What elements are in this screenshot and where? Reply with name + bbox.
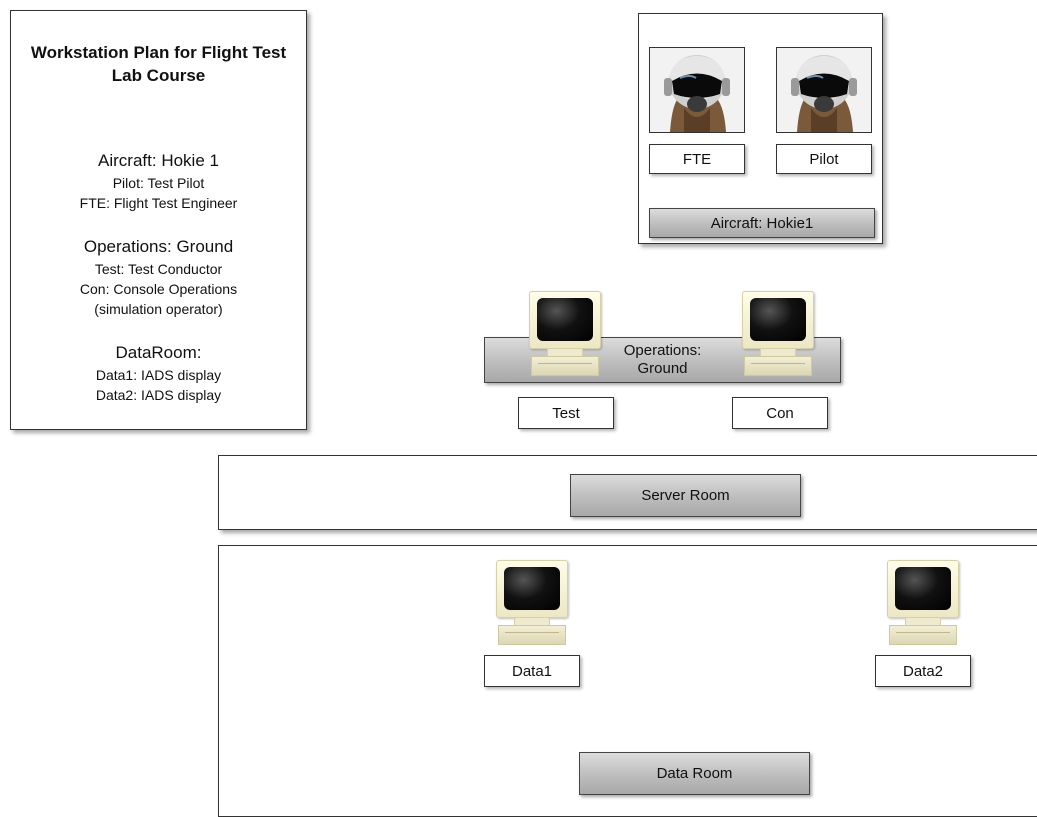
- aircraft-panel: FTE Pilot Aircraft: Hokie1: [638, 13, 883, 244]
- operations-line-sim: (simulation operator): [94, 301, 223, 317]
- test-label: Test: [518, 397, 614, 429]
- pilot-photo: [776, 47, 872, 133]
- aircraft-line-pilot: Pilot: Test Pilot: [112, 175, 205, 191]
- data-room-bar: Data Room: [579, 752, 810, 795]
- pilot-label: Pilot: [776, 144, 872, 174]
- fte-label: FTE: [649, 144, 745, 174]
- test-computer-icon: [527, 291, 601, 376]
- operations-bar-line2: Ground: [637, 360, 688, 377]
- operations-bar-line1: Operations:: [623, 342, 702, 359]
- operations-line-con: Con: Console Operations: [79, 281, 238, 297]
- con-label: Con: [732, 397, 828, 429]
- operations-line-test: Test: Test Conductor: [94, 261, 223, 277]
- diagram-title: Workstation Plan for Flight Test Lab Cou…: [30, 43, 287, 85]
- operations-heading: Operations: Ground: [83, 237, 234, 256]
- aircraft-bar: Aircraft: Hokie1: [649, 208, 875, 238]
- dataroom-line-data1: Data1: IADS display: [95, 367, 222, 383]
- aircraft-heading: Aircraft: Hokie 1: [98, 151, 219, 170]
- data1-computer-icon: [494, 560, 568, 645]
- fte-photo: [649, 47, 745, 133]
- info-panel: Workstation Plan for Flight Test Lab Cou…: [10, 10, 307, 430]
- data1-label: Data1: [484, 655, 580, 687]
- aircraft-line-fte: FTE: Flight Test Engineer: [79, 195, 238, 211]
- con-computer-icon: [740, 291, 814, 376]
- data2-label: Data2: [875, 655, 971, 687]
- server-room-bar: Server Room: [570, 474, 801, 517]
- dataroom-heading: DataRoom:: [115, 343, 202, 362]
- dataroom-line-data2: Data2: IADS display: [95, 387, 222, 403]
- data2-computer-icon: [885, 560, 959, 645]
